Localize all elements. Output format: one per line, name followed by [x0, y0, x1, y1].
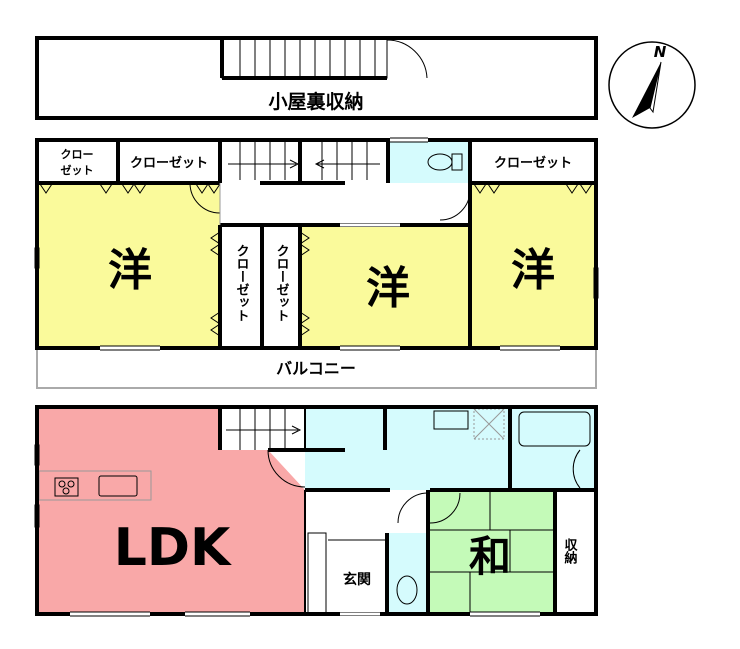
stairs-1f	[226, 409, 302, 450]
western-room-right	[470, 183, 596, 348]
bathtub-icon	[518, 411, 591, 447]
attic-floor: 小屋裏収納	[35, 36, 598, 120]
attic-stairs	[220, 37, 428, 80]
stairs-2f	[228, 142, 380, 180]
balcony	[36, 347, 597, 389]
first-floor-outline	[35, 405, 598, 616]
japanese-room	[430, 490, 555, 614]
japanese-room-label: 和	[469, 532, 511, 581]
door-arc	[439, 189, 471, 221]
washer-space	[473, 408, 505, 440]
storage-label: 収納	[562, 538, 578, 565]
ldk-area	[37, 407, 305, 614]
closet-b-label: クローゼット	[494, 155, 572, 171]
north-arrow-icon	[632, 62, 661, 118]
north-label: N	[654, 43, 667, 61]
compass: N	[608, 41, 696, 129]
first-floor: LDK 玄関 和 収納	[34, 405, 598, 617]
closet-mid-1-label: クローゼット	[234, 244, 250, 322]
western-room-left	[37, 183, 220, 348]
ldk-label: LDK	[114, 518, 232, 578]
sink-icon	[98, 475, 138, 497]
toilet-2f	[388, 140, 470, 183]
balcony-label: バルコニー	[276, 359, 356, 378]
entrance-label: 玄関	[343, 571, 371, 588]
stove-icon	[54, 477, 79, 497]
bathroom	[510, 407, 596, 490]
closet-a-label: クローゼット	[130, 155, 208, 171]
closet-small-label-1: クロー	[61, 148, 94, 161]
second-floor-outline	[35, 138, 598, 350]
western-room-left-label: 洋	[108, 245, 152, 296]
shoe-cabinet	[307, 532, 327, 614]
attic-label: 小屋裏収納	[268, 90, 363, 113]
western-room-right-label: 洋	[511, 245, 555, 296]
toilet-icon	[396, 575, 418, 605]
western-room-middle	[300, 225, 470, 348]
toilet-1f	[387, 533, 428, 614]
closet-mid-2-label: クローゼット	[274, 244, 290, 322]
second-floor: バルコニー クロー ゼット クローゼット クローゼット クローゼット	[34, 137, 599, 389]
wash-basin-icon	[433, 410, 469, 430]
western-room-middle-label: 洋	[366, 263, 410, 314]
closet-small-label-2: ゼット	[61, 163, 94, 177]
tatami-lines	[430, 490, 555, 614]
folding-door-marks	[39, 183, 593, 194]
door-arc	[189, 182, 221, 214]
